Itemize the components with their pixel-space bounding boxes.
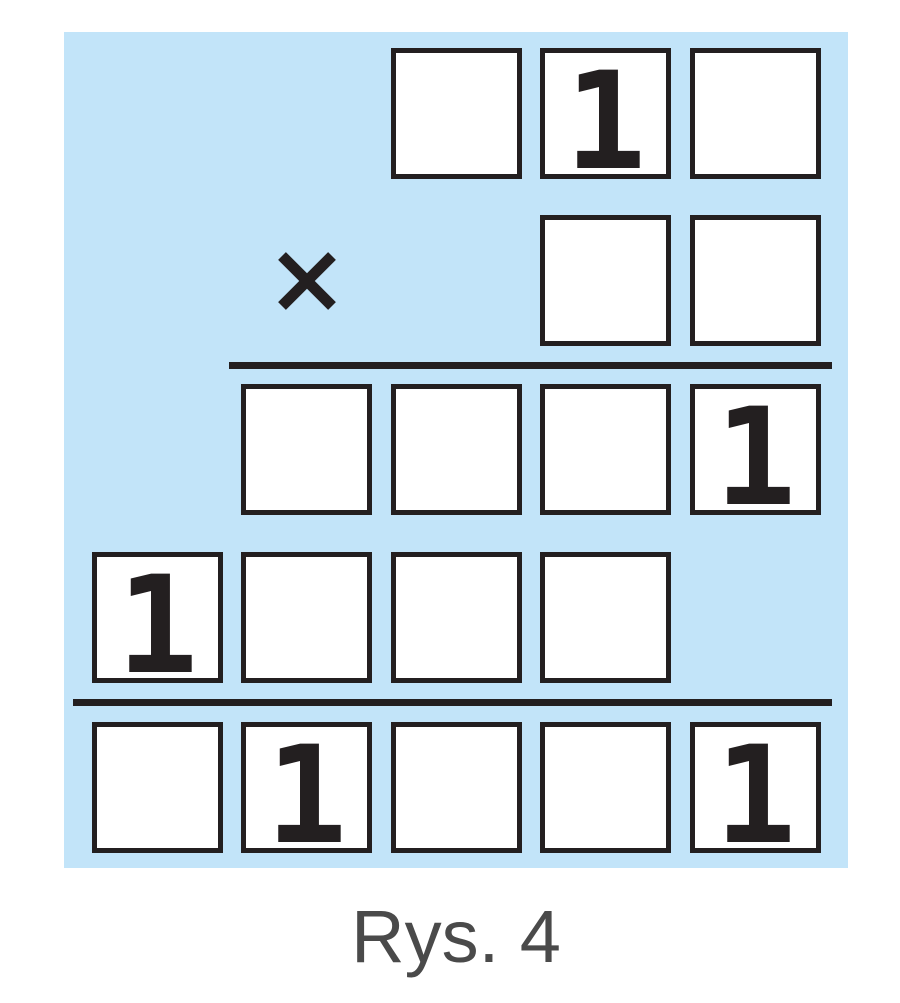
- cell-partial-product-1-c3: [540, 384, 671, 515]
- cell-product-c1: 1: [241, 722, 372, 853]
- multiplication-sign-icon: [277, 251, 336, 310]
- operator-cell: ×: [241, 215, 372, 346]
- cell-partial-product-2-c1: [241, 552, 372, 683]
- multiplication-rule-line: [229, 362, 832, 369]
- cell-digit: 1: [116, 552, 199, 683]
- cell-digit: 1: [714, 722, 797, 853]
- cell-multiplicand-c2: [391, 48, 522, 179]
- cell-partial-product-2-c3: [540, 552, 671, 683]
- cell-digit: 1: [564, 48, 647, 179]
- cell-product-c2: [391, 722, 522, 853]
- cell-partial-product-1-c2: [391, 384, 522, 515]
- cell-partial-product-2-c2: [391, 552, 522, 683]
- cell-multiplier-c3: [540, 215, 671, 346]
- figure-caption: Rys. 4: [351, 895, 561, 978]
- cell-multiplicand-c3: 1: [540, 48, 671, 179]
- cell-partial-product-2-c0: 1: [92, 552, 223, 683]
- cell-product-c0: [92, 722, 223, 853]
- cell-multiplicand-c4: [690, 48, 821, 179]
- cell-digit: 1: [714, 384, 797, 515]
- cell-product-c4: 1: [690, 722, 821, 853]
- cell-multiplier-c4: [690, 215, 821, 346]
- equals-rule-line: [73, 699, 832, 706]
- cell-partial-product-1-c4: 1: [690, 384, 821, 515]
- cell-digit: 1: [265, 722, 348, 853]
- cell-product-c3: [540, 722, 671, 853]
- cell-partial-product-1-c1: [241, 384, 372, 515]
